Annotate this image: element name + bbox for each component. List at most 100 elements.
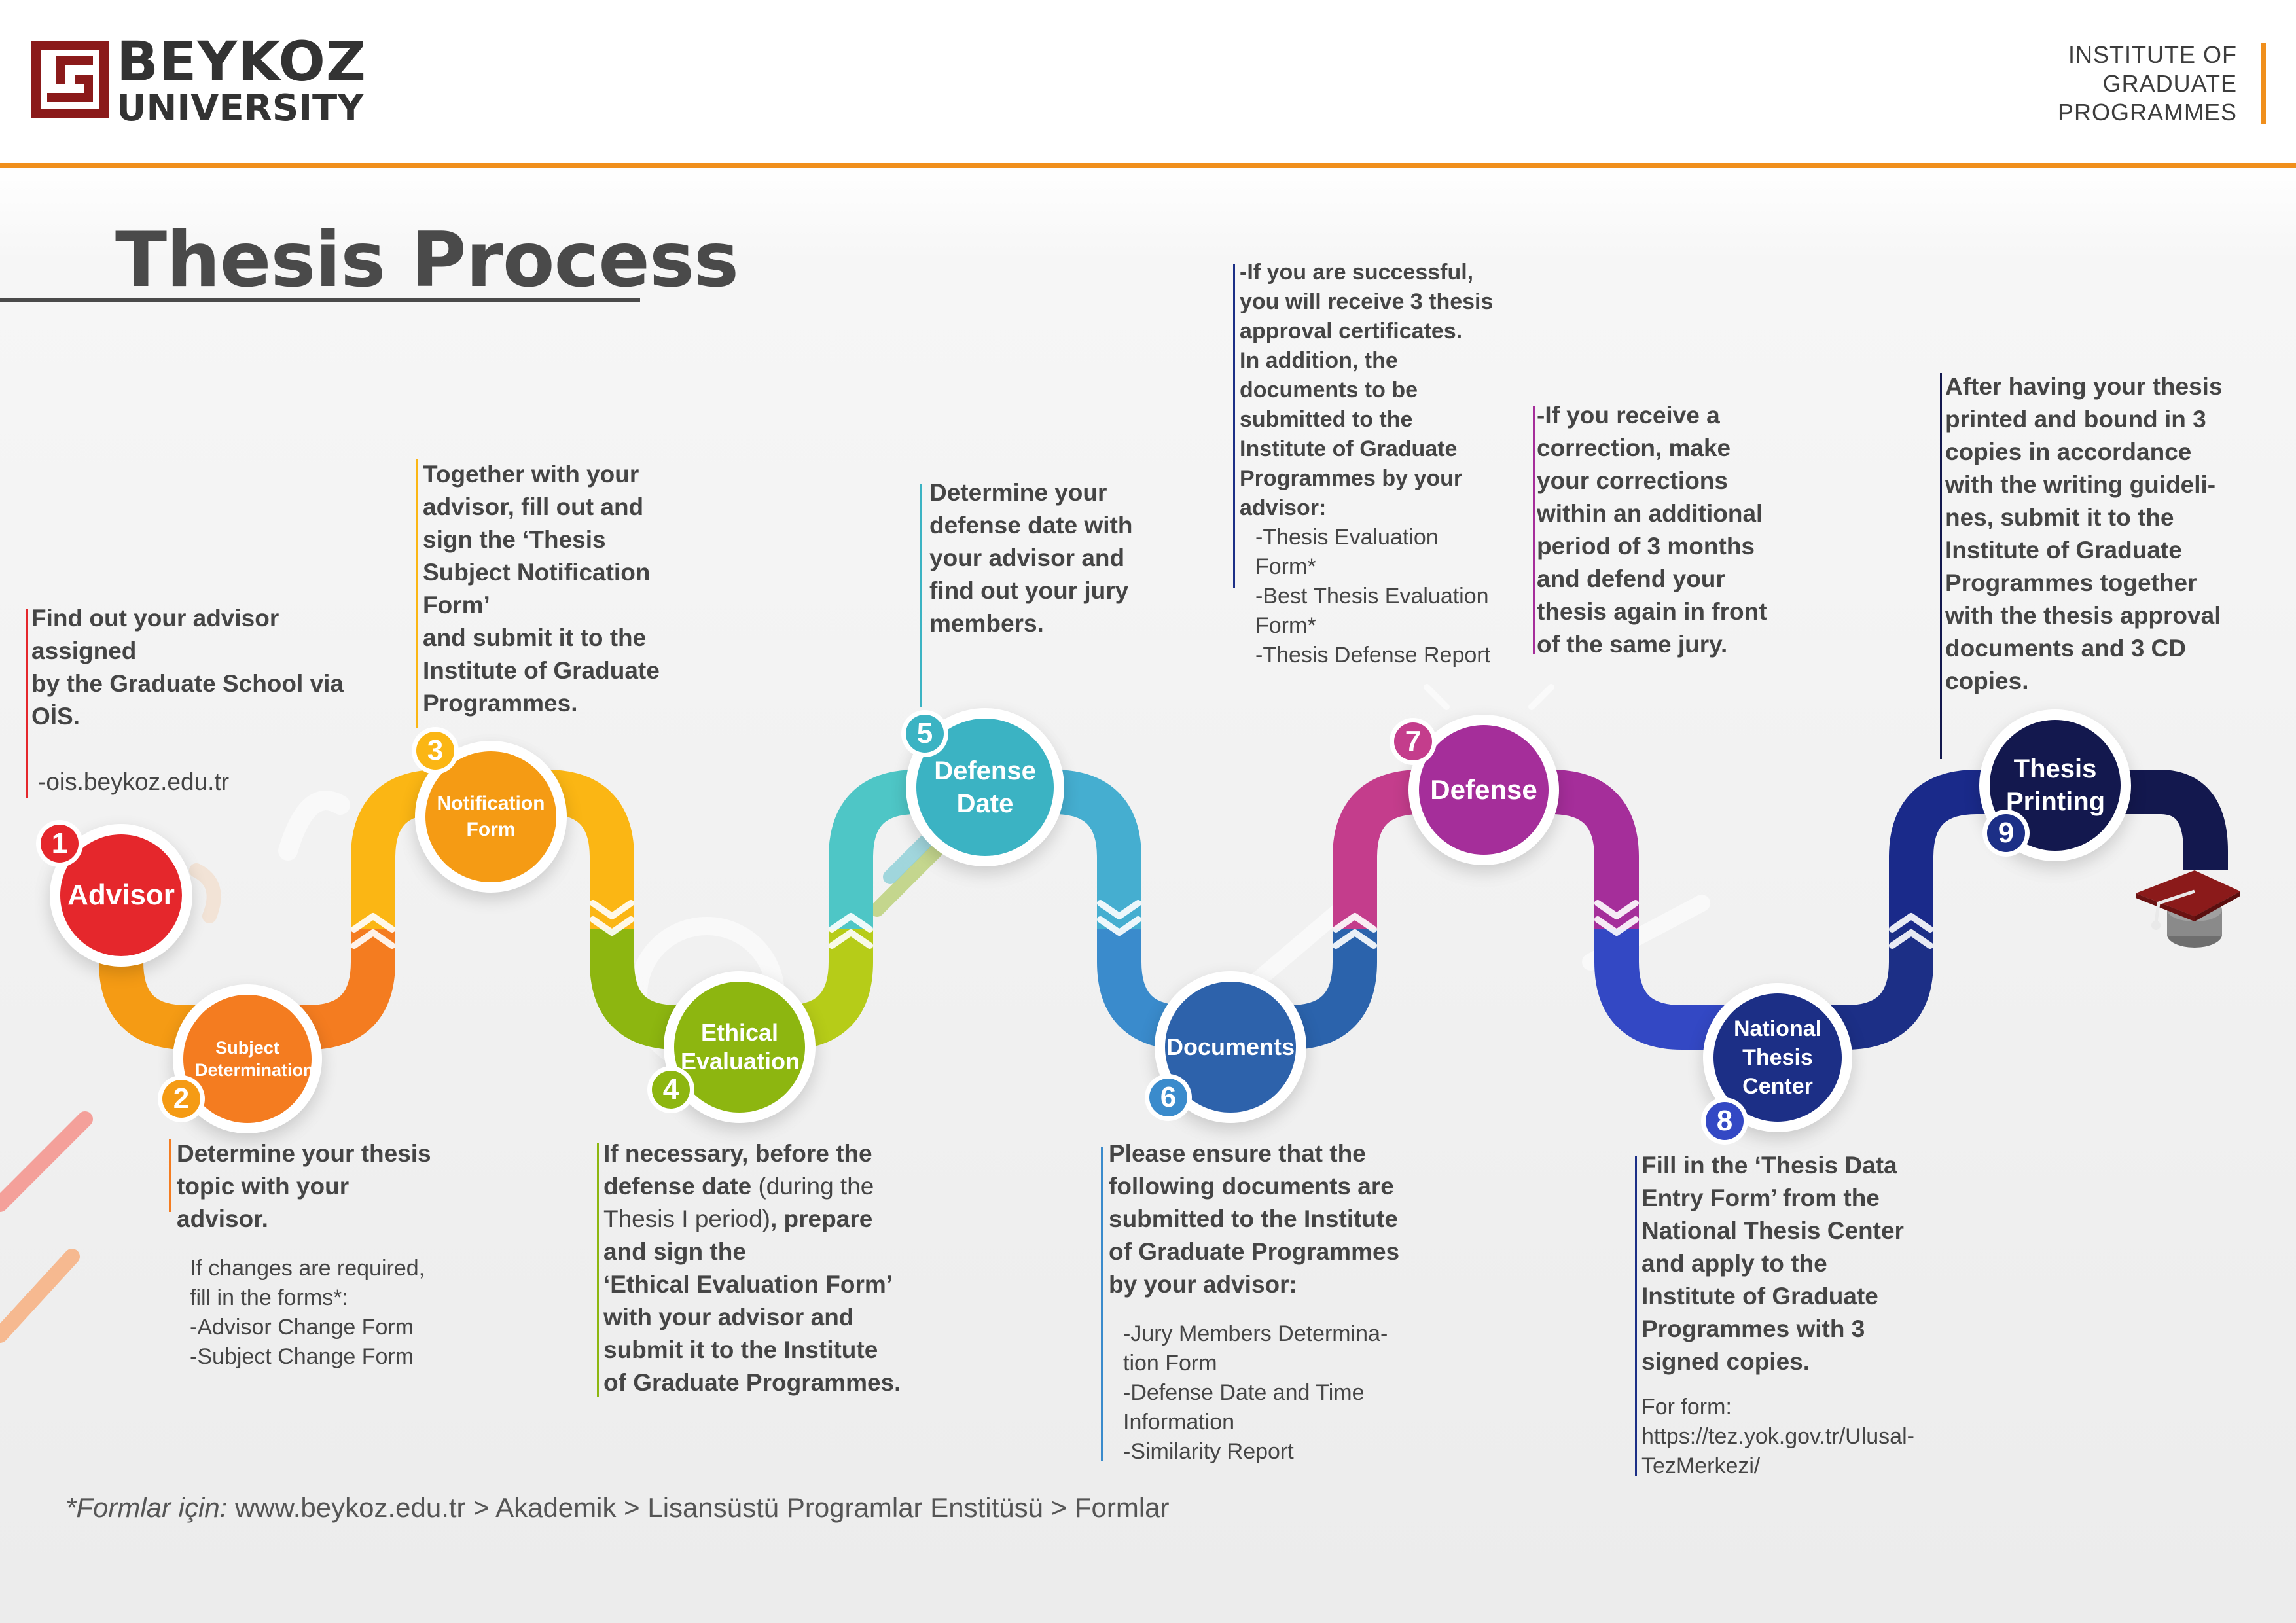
text-line: Programmes with 3 — [1641, 1315, 1865, 1342]
text-line: and apply to the — [1641, 1250, 1827, 1277]
text-line: with your advisor and — [603, 1304, 854, 1330]
step-label: Thesis Printing — [2006, 755, 2106, 816]
institute-name: INSTITUTE OF GRADUATE PROGRAMMES — [2058, 41, 2237, 127]
connector-line — [26, 609, 28, 798]
text-line: find out your jury — [929, 577, 1129, 604]
text-line: Please ensure that the — [1109, 1140, 1366, 1167]
text-line: -Advisor Change Form — [190, 1315, 414, 1340]
step-6-documents: -Jury Members Determina- tion Form -Defe… — [1123, 1319, 1437, 1467]
text-line: documents to be — [1240, 378, 1418, 402]
step-node-documents: Documents — [1165, 982, 1296, 1113]
step-6-description: Please ensure that the following documen… — [1109, 1137, 1449, 1301]
step-2-forms: If changes are required, fill in the for… — [190, 1254, 484, 1372]
text-line: -Best Thesis Evaluation — [1255, 584, 1489, 609]
logo-line-1: BEYKOZ — [117, 29, 367, 94]
text-line: you will receive 3 thesis — [1240, 289, 1494, 314]
text-line: If necessary, before the — [603, 1140, 872, 1167]
decor-stroke — [0, 1249, 80, 1343]
text-line: and submit it to the — [423, 624, 647, 651]
text-line: tion Form — [1123, 1351, 1217, 1376]
step-node-subject-determination: Subject Determination — [183, 995, 314, 1123]
text-line: submitted to the Institute — [1109, 1205, 1398, 1232]
header-divider — [0, 163, 2296, 168]
step-1-description: Find out your advisor assigned by the Gr… — [31, 602, 398, 798]
text-line: printed and bound in 3 — [1945, 406, 2206, 433]
text-line: -Defense Date and Time — [1123, 1380, 1365, 1405]
step-badge: 8 — [1706, 1102, 1744, 1140]
logo-icon — [31, 41, 109, 118]
thesis-center-link[interactable]: TezMerkezi/ — [1641, 1454, 1761, 1478]
step-5-description: Determine your defense date with your ad… — [929, 476, 1204, 640]
step-number: 7 — [1405, 725, 1422, 757]
step-node-notification-form: Notification Form — [425, 751, 556, 882]
step-label: Documents — [1166, 1033, 1295, 1060]
ois-link[interactable]: -ois.beykoz.edu.tr — [38, 768, 230, 795]
text-line: Together with your — [423, 461, 639, 488]
step-node-ethical-evaluation: Ethical Evaluation — [674, 982, 805, 1113]
text-line: of Graduate Programmes. — [603, 1369, 901, 1396]
text-line: copies in accordance — [1945, 438, 2192, 465]
connector-line — [416, 459, 418, 728]
thesis-center-link[interactable]: https://tez.yok.gov.tr/Ulusal- — [1641, 1424, 1914, 1449]
text-line: Programmes. — [423, 690, 578, 717]
text-line: defense date with — [929, 512, 1133, 539]
text-line: -If you are successful, — [1240, 260, 1474, 285]
text-line: approval certificates. — [1240, 319, 1463, 344]
text-line: Entry Form’ from the — [1641, 1185, 1880, 1211]
title-underline — [0, 298, 640, 302]
text-line: advisor. — [177, 1205, 268, 1232]
text-line: Information — [1123, 1410, 1235, 1435]
text-line: -Similarity Report — [1123, 1439, 1294, 1464]
institute-line: INSTITUTE OF — [2068, 41, 2237, 68]
connector-line — [597, 1143, 599, 1397]
step-7-description: -If you are successful, you will receive… — [1240, 258, 1515, 670]
text-line: topic with your — [177, 1173, 350, 1200]
step-label: Defense Date — [934, 757, 1036, 818]
text-line: Subject Notification — [423, 559, 651, 586]
text-line: signed copies. — [1641, 1348, 1810, 1375]
step-label: National Thesis Center — [1733, 1016, 1822, 1099]
step-8-description: Fill in the ‘Thesis Data Entry Form’ fro… — [1641, 1149, 1982, 1378]
text-line: and sign the — [603, 1238, 746, 1265]
step-number: 3 — [427, 734, 444, 766]
text-line: Institute of Graduate — [1945, 537, 2182, 563]
page-title: Thesis Process — [115, 216, 739, 304]
text-line: Institute of Graduate — [423, 657, 660, 684]
step-badge: 5 — [906, 715, 944, 753]
footer-path[interactable]: www.beykoz.edu.tr > Akademik > Lisansüst… — [227, 1492, 1170, 1523]
text-line: of Graduate Programmes — [1109, 1238, 1400, 1265]
step-9-description: After having your thesis printed and bou… — [1945, 370, 2272, 698]
text-line: documents and 3 CD — [1945, 635, 2186, 662]
text-line: Institute of Graduate — [1641, 1283, 1878, 1310]
step-label: Ethical Evaluation — [681, 1019, 800, 1075]
text-line: In addition, the — [1240, 348, 1398, 373]
footer-label: *Formlar için: — [65, 1492, 228, 1523]
text-fragment: Thesis I period) — [603, 1205, 770, 1232]
text-line: sign the ‘Thesis — [423, 526, 606, 553]
step-7-correction: -If you receive a correction, make your … — [1537, 399, 1812, 661]
text-line: -Subject Change Form — [190, 1344, 414, 1369]
text-line: For form: — [1641, 1395, 1732, 1419]
connector-line — [1233, 264, 1235, 588]
text-line: fill in the forms*: — [190, 1285, 348, 1310]
text-line: ‘Ethical Evaluation Form’ — [603, 1271, 893, 1298]
text-line: of the same jury. — [1537, 631, 1728, 658]
text-line: assigned — [31, 637, 137, 664]
text-line: with the thesis approval — [1945, 602, 2221, 629]
text-line: nes, submit it to the — [1945, 504, 2174, 531]
step-8-form-link: For form: https://tez.yok.gov.tr/Ulusal-… — [1641, 1393, 1982, 1481]
step-number: 1 — [51, 827, 68, 859]
text-line: Programmes by your — [1240, 466, 1463, 491]
text-line: members. — [929, 610, 1044, 637]
text-line: OİS. — [31, 703, 81, 730]
step-number: 9 — [1998, 817, 2015, 849]
step-label: Subject Determination — [195, 1038, 314, 1080]
text-line: Programmes together — [1945, 569, 2197, 596]
text-line: your advisor and — [929, 544, 1125, 571]
text-line: Fill in the ‘Thesis Data — [1641, 1152, 1897, 1179]
text-line: Institute of Graduate — [1240, 437, 1458, 461]
text-line: advisor, fill out and — [423, 493, 644, 520]
logo-line-2: UNIVERSITY — [117, 87, 364, 130]
logo-text: BEYKOZ UNIVERSITY — [117, 34, 367, 127]
text-line: Find out your advisor — [31, 605, 279, 632]
